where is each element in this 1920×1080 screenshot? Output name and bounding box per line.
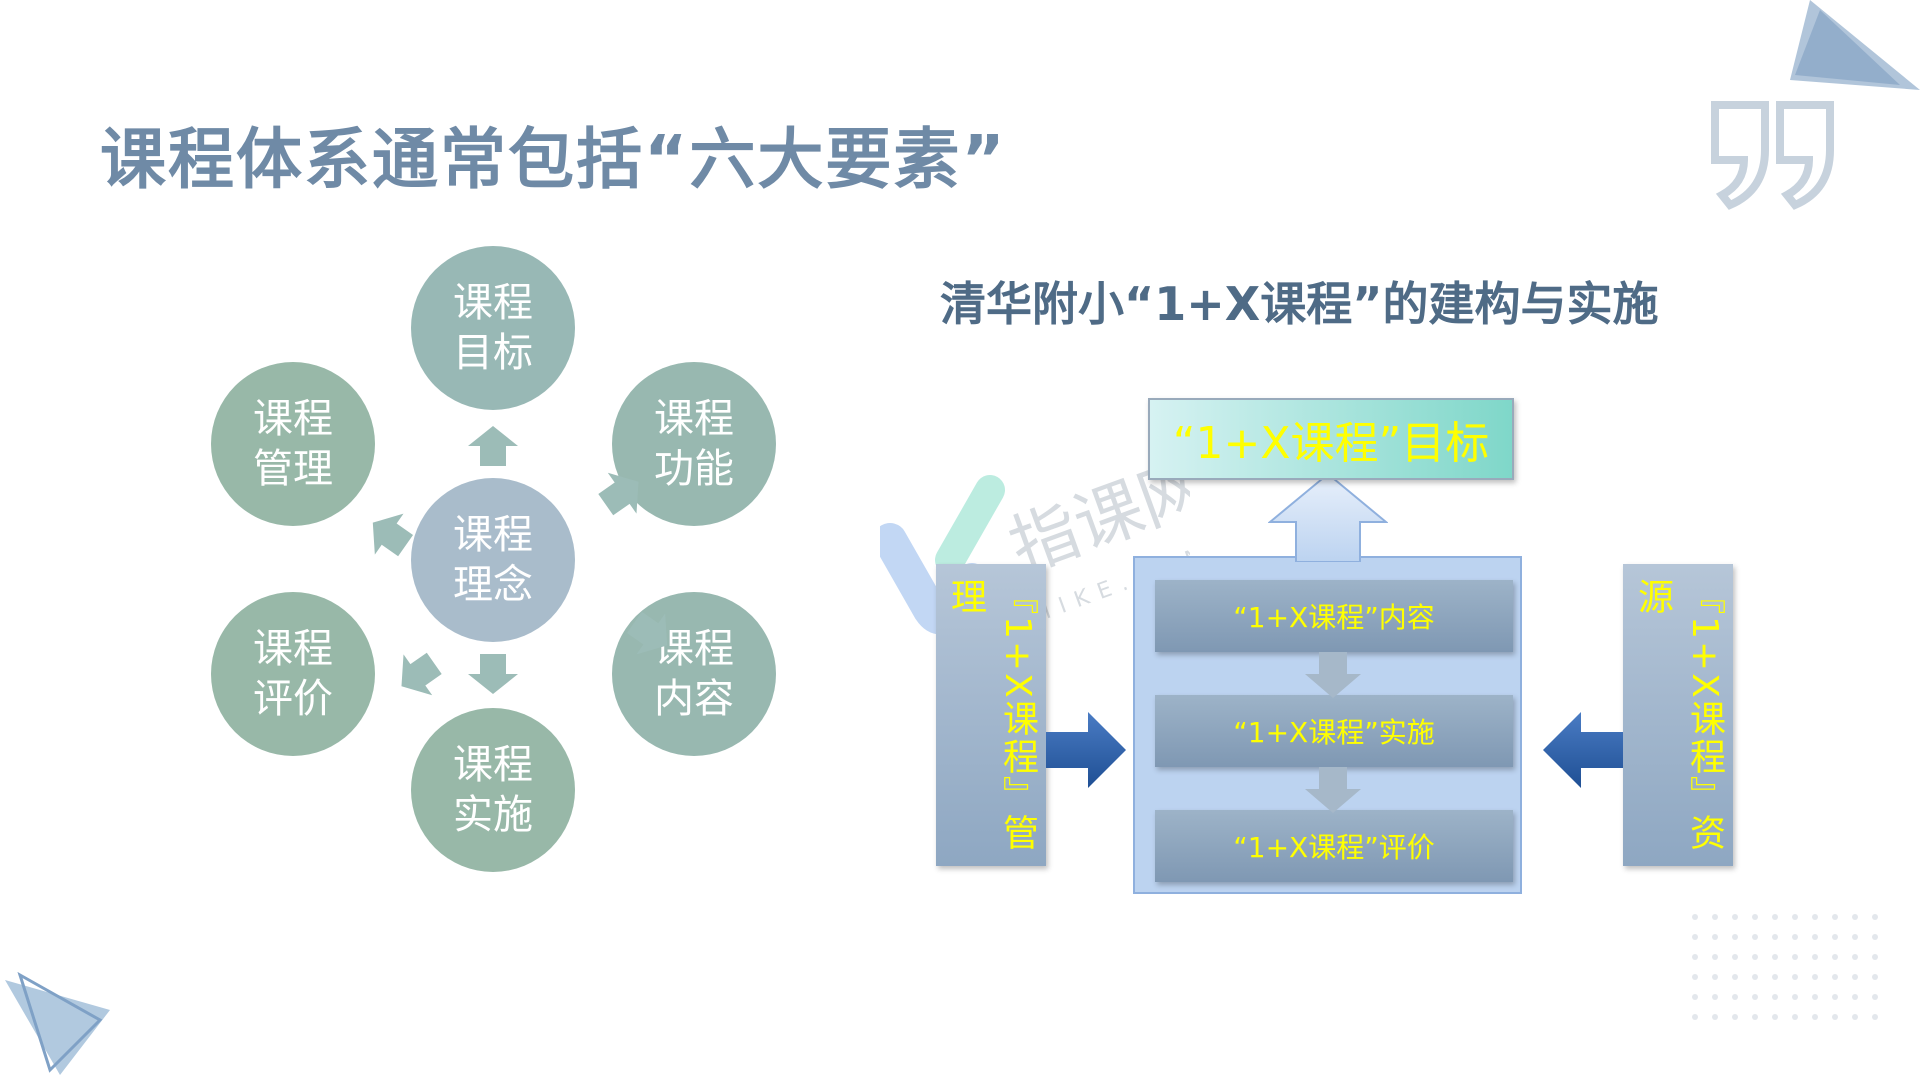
arrow-lower-right-icon [626, 611, 668, 655]
element-label: 课程评价 [253, 626, 333, 722]
element-course-function: 课程功能 [612, 362, 776, 526]
decor-dot-grid [1690, 912, 1890, 1022]
decor-triangles-top-right [1790, 0, 1920, 90]
stage-content: “1+X课程”内容 [1155, 580, 1513, 652]
element-label: 课程目标 [453, 280, 533, 376]
quote-mark-icon [1711, 101, 1834, 210]
element-course-management: 课程管理 [211, 362, 375, 526]
element-course-philosophy: 课程理念 [411, 478, 575, 642]
arrow-upper-left-icon [372, 513, 414, 557]
stage-implementation: “1+X课程”实施 [1155, 695, 1513, 767]
arrow-right-icon [1046, 712, 1126, 788]
management-label: 『1+X课程』管理 [945, 578, 1038, 852]
element-label: 课程管理 [253, 396, 333, 492]
arrow-down-icon [468, 654, 518, 694]
element-course-evaluation: 课程评价 [211, 592, 375, 756]
element-label: 课程内容 [654, 626, 734, 722]
page-title: 课程体系通常包括“六大要素” [100, 121, 1007, 198]
management-box: 『1+X课程』管理 [936, 564, 1046, 866]
decor-triangle-bottom-left [5, 971, 110, 1075]
arrow-left-icon [1543, 712, 1623, 788]
arrow-up-to-goal-icon [1268, 472, 1388, 562]
arrow-down-stage-1-icon [1305, 652, 1361, 698]
resources-label: 『1+X课程』资源 [1632, 578, 1725, 852]
arrow-up-icon [468, 426, 518, 466]
resources-box: 『1+X课程』资源 [1623, 564, 1733, 866]
element-label: 课程实施 [453, 742, 533, 838]
stage-evaluation: “1+X课程”评价 [1155, 810, 1513, 882]
element-label: 课程功能 [654, 396, 734, 492]
arrow-down-stage-2-icon [1305, 767, 1361, 813]
course-goal-box: “1+X课程”目标 [1148, 398, 1514, 480]
element-course-implementation: 课程实施 [411, 708, 575, 872]
diagram-subtitle: 清华附小“1+X课程”的建构与实施 [940, 277, 1659, 331]
element-course-target: 课程目标 [411, 246, 575, 410]
element-label: 课程理念 [453, 512, 533, 608]
arrow-upper-right-icon [598, 472, 639, 516]
arrow-lower-left-icon [401, 652, 442, 696]
